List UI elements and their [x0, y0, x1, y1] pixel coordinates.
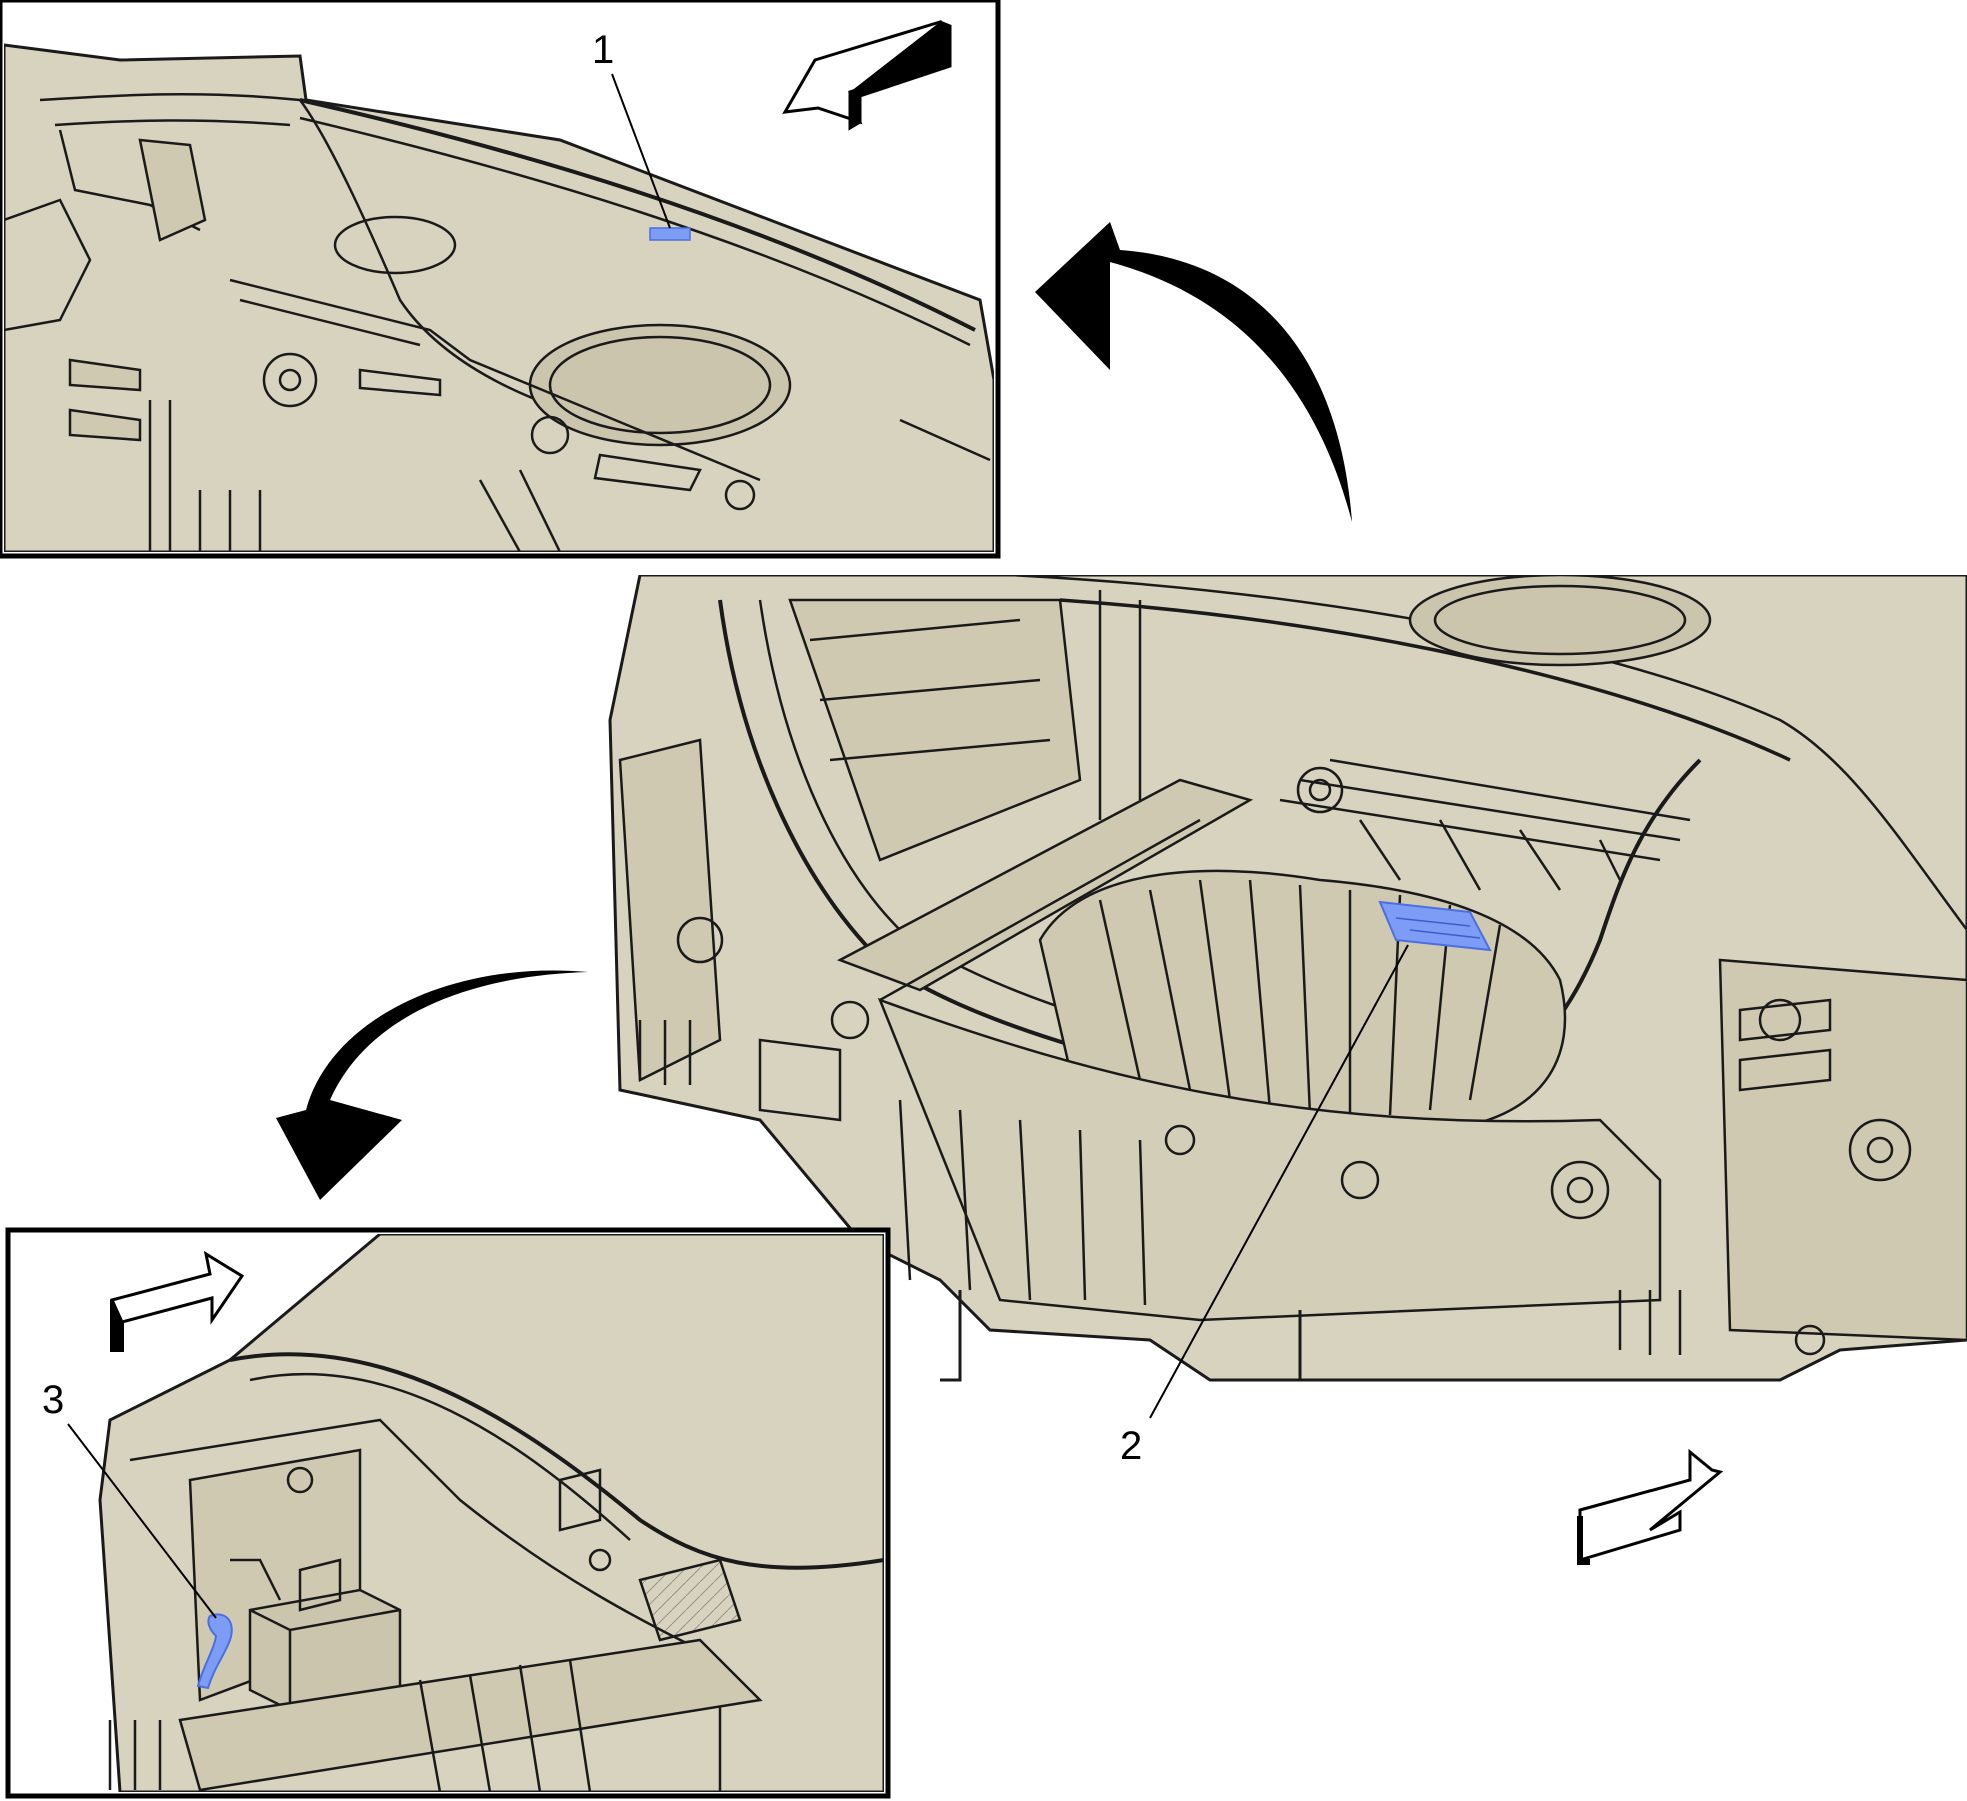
highlight-part-3	[196, 1613, 233, 1690]
direction-arrow-icon	[109, 1250, 245, 1352]
callout-label-3: 3	[42, 1378, 65, 1422]
curved-arrow-icon	[276, 970, 588, 1200]
leader-line-3	[67, 1423, 217, 1619]
inset-bottom-detail	[5, 1227, 891, 1799]
curved-arrow-icon	[1035, 222, 1352, 522]
leader-line-2	[1149, 944, 1409, 1419]
highlight-part-2	[1378, 900, 1492, 952]
callout-label-2: 2	[1120, 1424, 1143, 1468]
callout-label-1: 1	[592, 28, 615, 72]
direction-arrow-icon	[782, 19, 952, 131]
main-vehicle-view	[608, 575, 1967, 1419]
inset-top-detail	[0, 0, 1001, 559]
direction-arrow-icon	[1577, 1448, 1724, 1565]
leader-line-1	[611, 73, 671, 229]
highlight-part-1	[649, 227, 691, 241]
